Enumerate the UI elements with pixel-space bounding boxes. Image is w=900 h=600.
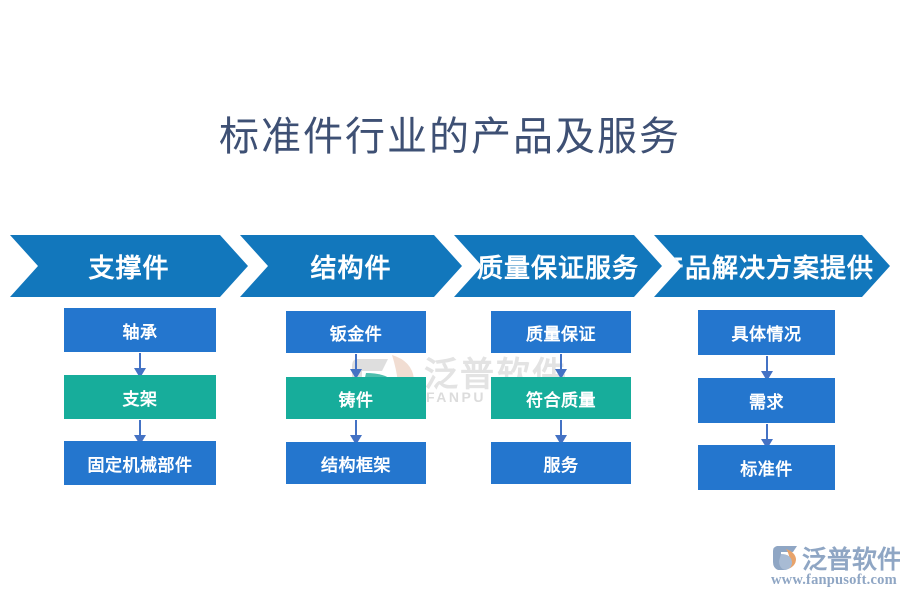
flow-node-c3-r1-label: 质量保证	[526, 324, 596, 344]
flow-arrow-c3-2	[555, 420, 567, 445]
chevron-step-2-label: 结构件	[310, 253, 392, 283]
chevron-step-4-label: 产品解决方案提供	[658, 253, 875, 283]
flow-node-c2-r1[interactable]: 钣金件	[286, 311, 426, 353]
chevron-step-4[interactable]: 产品解决方案提供	[654, 235, 890, 297]
flow-arrow-c2-2	[350, 420, 362, 445]
flow-node-c1-r1-label: 轴承	[122, 322, 158, 342]
flow-arrow-c2-1	[350, 354, 362, 379]
flow-arrow-c1-2	[134, 420, 146, 445]
flow-node-c2-r3[interactable]: 结构框架	[286, 442, 426, 484]
flow-node-c4-r3[interactable]: 标准件	[698, 445, 835, 490]
chevron-step-3[interactable]: 质量保证服务	[454, 235, 662, 297]
chevron-step-3-label: 质量保证服务	[476, 253, 639, 283]
flow-node-c3-r2[interactable]: 符合质量	[491, 377, 631, 419]
flow-node-c4-r3-label: 标准件	[740, 460, 793, 479]
flow-arrow-c4-2	[761, 424, 773, 449]
fanpu-logo-icon	[773, 546, 797, 570]
flow-arrow-c4-1	[761, 356, 773, 381]
flow-node-c2-r2-label: 铸件	[338, 390, 374, 410]
flow-arrow-c1-1	[134, 353, 146, 378]
brand-logo: 泛普软件 www.fanpusoft.com	[770, 540, 900, 592]
flow-node-c4-r2-label: 需求	[749, 393, 784, 412]
chevron-step-1-label: 支撑件	[88, 253, 170, 283]
flow-node-c4-r1[interactable]: 具体情况	[698, 310, 835, 355]
flow-node-c3-r2-label: 符合质量	[526, 390, 596, 410]
flow-node-c1-r2[interactable]: 支架	[64, 375, 216, 419]
brand-url: www.fanpusoft.com	[771, 572, 897, 588]
flow-node-c3-r1[interactable]: 质量保证	[491, 311, 631, 353]
chevron-step-2[interactable]: 结构件	[240, 235, 462, 297]
flow-node-c2-r1-label: 钣金件	[329, 324, 383, 344]
flow-node-c1-r1[interactable]: 轴承	[64, 308, 216, 352]
flow-node-c3-r3-label: 服务	[543, 455, 579, 475]
chevron-step-1[interactable]: 支撑件	[10, 235, 248, 297]
flow-node-c1-r3-label: 固定机械部件	[87, 455, 193, 475]
flow-node-c1-r3[interactable]: 固定机械部件	[64, 441, 216, 485]
page-title: 标准件行业的产品及服务	[219, 114, 681, 159]
brand-name: 泛普软件	[802, 546, 900, 574]
flow-node-c1-r2-label: 支架	[122, 389, 158, 409]
flow-arrow-c3-1	[555, 354, 567, 379]
flow-node-c2-r3-label: 结构框架	[321, 455, 391, 475]
flow-node-c2-r2[interactable]: 铸件	[286, 377, 426, 419]
flow-node-c3-r3[interactable]: 服务	[491, 442, 631, 484]
chevron-band: 支撑件 结构件 质量保证服务 产品解决方案提供	[0, 235, 900, 297]
flow-node-c4-r1-label: 具体情况	[731, 325, 802, 344]
flow-node-c4-r2[interactable]: 需求	[698, 378, 835, 423]
